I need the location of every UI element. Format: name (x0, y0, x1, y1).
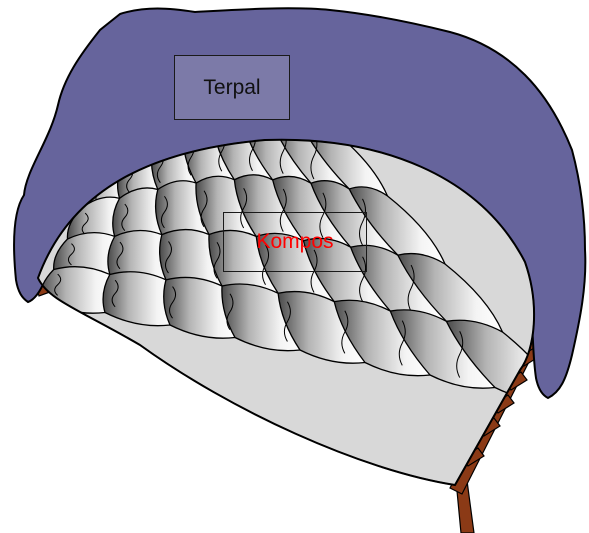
kompos-label: Kompos (223, 212, 367, 272)
terpal-label: Terpal (174, 55, 290, 120)
